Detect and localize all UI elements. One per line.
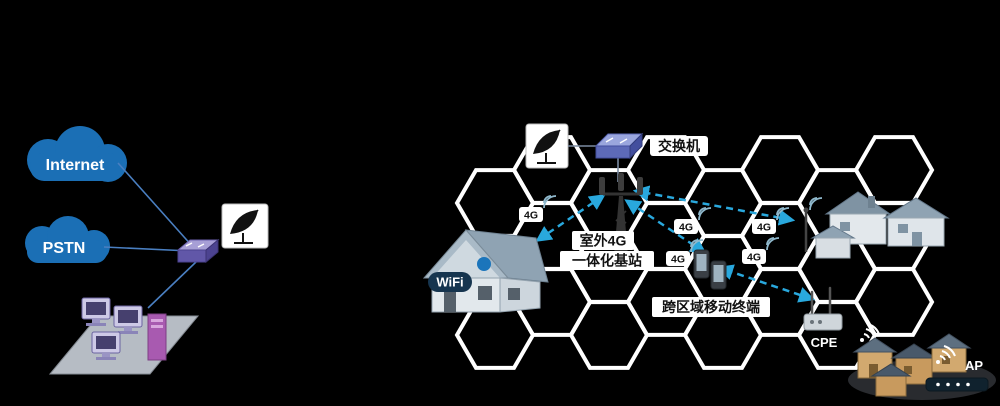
4g-badge-5: 4G xyxy=(742,237,780,264)
4g-badge-label: 4G xyxy=(671,254,685,266)
4g-badge-label: 4G xyxy=(757,222,771,234)
mobile-terminal-phone-1 xyxy=(693,249,710,279)
4g-badge-2: 4G xyxy=(674,207,712,234)
pstn-cloud: PSTN xyxy=(25,216,110,263)
ap-village: AP xyxy=(848,323,996,400)
internet-label: Internet xyxy=(46,157,105,174)
satellite-dish-icon-left xyxy=(221,203,269,249)
server-tower-icon xyxy=(147,313,167,361)
internet-cloud: Internet xyxy=(27,126,127,182)
cpe-device: CPE xyxy=(803,286,843,350)
4g-badge-4: 4G xyxy=(666,239,704,266)
4g-badge-label: 4G xyxy=(524,210,538,222)
satellite-dish-icon-middle xyxy=(525,123,569,169)
4g-badge-label: 4G xyxy=(747,252,761,264)
terminal-label-chip: 跨区域移动终端 xyxy=(652,297,770,317)
basestation-label-line2: 一体化基站 xyxy=(572,253,642,269)
link-house-to-basestation xyxy=(535,194,606,242)
wifi-label: WiFi xyxy=(436,275,463,290)
ap-device-strip xyxy=(925,377,989,392)
village-house-4 xyxy=(870,363,912,397)
computer-icon-1 xyxy=(81,297,111,326)
cpe-label: CPE xyxy=(811,335,838,350)
link-village-antenna-to-basestation xyxy=(632,185,796,226)
left-connector-lines xyxy=(103,162,197,309)
mobile-terminal-phone-2 xyxy=(710,260,727,290)
basestation-label-line1: 室外4G xyxy=(580,233,627,249)
ap-label: AP xyxy=(965,358,983,373)
switch-label-chip: 交换机 xyxy=(650,136,708,156)
village-antenna-mast xyxy=(803,197,823,252)
wifi-access-point-dot xyxy=(477,257,491,271)
computer-icon-2 xyxy=(113,305,143,334)
4g-badge-label: 4G xyxy=(679,222,693,234)
village-house-3 xyxy=(926,333,972,373)
edge-router-icon xyxy=(176,238,220,264)
remote-village-houses xyxy=(803,191,950,259)
link-cpe-to-terminal xyxy=(716,264,816,303)
lan-computers-group xyxy=(48,297,200,375)
core-switch-icon xyxy=(594,132,644,160)
4g-badge-1: 4G xyxy=(519,195,557,222)
4g-badge-3: 4G xyxy=(752,207,790,234)
pstn-label: PSTN xyxy=(43,240,86,257)
wifi-house: WiFi xyxy=(422,229,549,313)
terminal-label: 跨区域移动终端 xyxy=(662,299,760,315)
computer-icon-3 xyxy=(91,331,121,360)
switch-label: 交换机 xyxy=(658,138,700,154)
basestation-label-chip: 室外4G 一体化基站 xyxy=(560,231,654,270)
